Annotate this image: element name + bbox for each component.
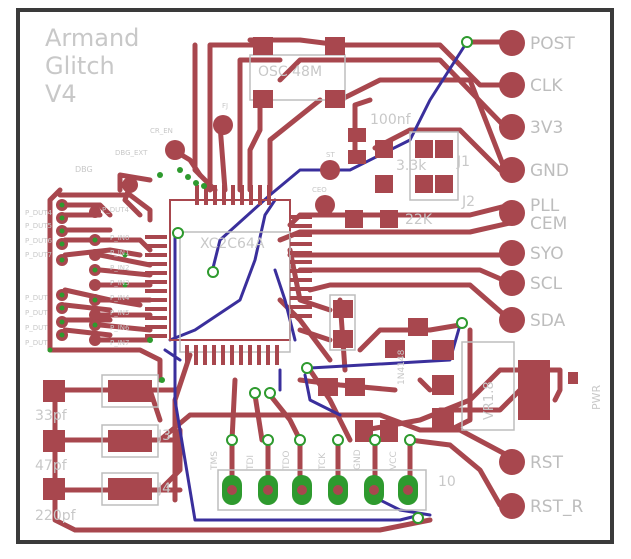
jtag-pin-tck: TCK [318, 452, 328, 471]
res-3k3-label: 3.3k [396, 158, 427, 174]
ceo-label: CEO [312, 186, 327, 194]
header-pads: POST CLK 3V3 GND PLL CEM SYO SCL SDA RST… [499, 30, 583, 519]
dbg-right-4: P_IN3 [110, 279, 129, 287]
pad-gnd[interactable] [499, 157, 525, 183]
pad-sda[interactable] [499, 307, 525, 333]
dbg-right-5: P_IN4 [110, 294, 130, 302]
st-pad[interactable] [320, 160, 340, 180]
jtag-pin-tdi: TDI [246, 455, 256, 471]
cr-en-label: CR_EN [150, 127, 173, 135]
header-label-sda: SDA [530, 311, 566, 331]
pad-scl[interactable] [499, 270, 525, 296]
dbg-right-7: P_IN6 [110, 324, 130, 332]
cap-220pf-label: 220pf [35, 508, 77, 524]
dbg-right-0: P_DUT4 [102, 206, 130, 214]
dbg-right-3: P_IN2 [110, 264, 129, 272]
dbg-pad[interactable] [122, 177, 138, 193]
cr-en-pad[interactable] [165, 140, 185, 160]
diode-label: 1N4148 [397, 349, 407, 385]
board-title: Armand Glitch V4 [45, 24, 139, 108]
title-line-2: Glitch [45, 52, 115, 80]
resistor-3k3: 3.3k J1 J2 [375, 131, 475, 210]
jtag-pin-tdo: TDO [282, 450, 292, 471]
dbg-right-2: P_IN1 [110, 249, 129, 257]
title-line-3: V4 [45, 80, 77, 108]
dbg-right-1: P_IN0 [110, 234, 129, 242]
pad-pll-cem[interactable] [499, 200, 525, 226]
j3-label: J3 [157, 428, 171, 444]
j4-label: J4 [157, 481, 171, 497]
header-label-rst: RST [530, 453, 564, 473]
dbg-pin-1: P_DUT5 [25, 222, 52, 230]
regulator-label: VR1.8 [482, 381, 497, 420]
header-label-cem: CEM [530, 214, 567, 234]
ic-label: XC2C64A [200, 236, 265, 252]
header-label-post: POST [530, 34, 575, 54]
j1-label: J1 [456, 154, 470, 170]
pad-3v3[interactable] [499, 114, 525, 140]
dbg-label: DBG [75, 165, 93, 174]
board-outline [16, 8, 614, 544]
osc-label: OSC 48M [258, 64, 322, 80]
pad-rst-r[interactable] [499, 493, 525, 519]
jtag-pin-tms: TMS [210, 451, 220, 471]
ceo-pad[interactable] [315, 195, 335, 215]
header-label-pll: PLL [530, 196, 560, 216]
dbg-pin-5: P_DUT [25, 309, 48, 317]
header-label-3v3: 3V3 [530, 118, 563, 138]
dbg-pin-4: P_DUT [25, 294, 48, 302]
header-label-rst-r: RST_R [530, 497, 583, 517]
dbg-ext-label: DBG_EXT [115, 149, 148, 157]
cap-33pf-label: 33pf [35, 408, 68, 424]
regulator: VR1.8 PWR [432, 340, 603, 431]
dbg-right-8: P_IN7 [110, 339, 129, 347]
res-10-label: 10 [438, 474, 456, 490]
oscillator: OSC 48M [249, 37, 346, 108]
dbg-pin-0: P_DUT4 [25, 209, 53, 217]
dbg-pin-6: P_DUT [25, 324, 48, 332]
jtag-pin-vcc: VCC [389, 451, 399, 470]
header-label-gnd: GND [530, 161, 569, 181]
j2-label: J2 [461, 194, 475, 210]
pad-syo[interactable] [499, 240, 525, 266]
cpld-ic: XC2C64A [145, 185, 312, 365]
pad-clk[interactable] [499, 72, 525, 98]
resistor-22k: 22K [345, 210, 433, 228]
dbg-right-6: P_IN5 [110, 309, 129, 317]
fj-label: FJ [222, 102, 228, 110]
dbg-pin-7: P_DUT [25, 339, 48, 347]
res-22k-label: 22K [405, 212, 433, 228]
header-label-syo: SYO [530, 244, 564, 264]
dbg-pin-2: P_DUT6 [25, 237, 53, 245]
fj-pad[interactable] [213, 115, 233, 135]
dbg-pin-3: P_DUT7 [25, 251, 52, 259]
small-vias [147, 167, 207, 383]
header-label-clk: CLK [530, 76, 563, 96]
pad-post[interactable] [499, 30, 525, 56]
test-pads [122, 115, 340, 215]
vias [172, 36, 473, 524]
jtag-support: 10 [355, 420, 456, 490]
pwr-label: PWR [590, 384, 603, 410]
jtag-pin-gnd: GND [353, 449, 363, 470]
diode: 1N4148 [318, 294, 428, 396]
cap-47pf-label: 47pf [35, 458, 68, 474]
cap-100nf: 100nf [348, 112, 412, 164]
pad-rst[interactable] [499, 449, 525, 475]
st-label: ST [326, 151, 335, 159]
dbg-header: P_DUT4 P_DUT5 P_DUT6 P_DUT7 P_DUT P_DUT … [25, 199, 130, 353]
title-line-1: Armand [45, 24, 139, 52]
header-label-scl: SCL [530, 274, 563, 294]
cap-100nf-label: 100nf [370, 112, 412, 128]
caps-left: 33pf 47pf 220pf J3 J4 [35, 374, 171, 524]
jtag-header: TMS TDI TDO TCK GND VCC [210, 449, 427, 511]
